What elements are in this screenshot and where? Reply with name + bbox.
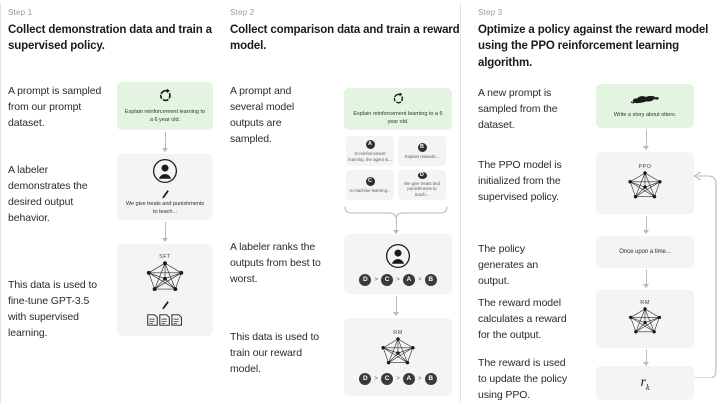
step-2-column: Step 2 Collect comparison data and train… (222, 0, 460, 407)
documents-icon (146, 313, 184, 327)
step-2-prompt-caption: Explain reinforcement learning to a 6 ye… (353, 110, 443, 125)
step-1-row-3-text: This data is used to fine-tune GPT-3.5 w… (8, 279, 98, 339)
step-2-rm-box: RM D > C (344, 318, 452, 396)
loop-icon (158, 88, 173, 103)
rank-badge-4: B (424, 372, 437, 385)
step-2-rm-title: RM (393, 329, 403, 336)
step-3-ppo-box: PPO (596, 152, 694, 214)
step-3-row-5-text: The reward is used to update the policy … (478, 357, 568, 401)
step-1-labeler-box: We give treats and punishments to teach.… (117, 154, 213, 220)
option-text: In reinforcement learning, the agent is.… (348, 150, 392, 162)
pencil-icon (161, 298, 170, 310)
neural-net-icon (142, 260, 188, 295)
step-2-prompt-box: Explain reinforcement learning to a 6 ye… (344, 88, 452, 130)
step-1-label: Step 1 (8, 8, 33, 17)
neural-net-icon (624, 171, 666, 202)
step-2-row-2-text: A labeler ranks the outputs from best to… (230, 241, 321, 285)
step-3-prompt-caption: Write a story about otters. (613, 111, 677, 118)
step-2-output-options: A In reinforcement learning, the agent i… (346, 136, 446, 200)
step-3-rm-title: RM (640, 300, 650, 306)
step-3-row-4-text: The reward model calculates a reward for… (478, 297, 567, 341)
step-3-arrow-1 (641, 130, 651, 150)
rank-badge-4: B (424, 273, 437, 286)
pencil-icon (161, 187, 170, 199)
step-3-row-1-text: A new prompt is sampled from the dataset… (478, 87, 558, 131)
step-1-row-1-text: A prompt is sampled from our prompt data… (8, 85, 102, 129)
ranking-row: D > C > A > B (359, 273, 437, 286)
option-badge: B (417, 142, 427, 152)
rank-badge-3: A (402, 273, 415, 286)
output-option-c: C In machine learning... (346, 170, 394, 200)
reward-symbol: rk (640, 375, 649, 392)
column-divider-1 (0, 4, 1, 403)
step-1-prompt-caption: Explain reinforcement learning to a 6 ye… (124, 108, 206, 123)
rank-badge-2: C (381, 372, 394, 385)
person-icon (152, 158, 178, 184)
step-1-row-2-text: A labeler demonstrates the desired outpu… (8, 164, 88, 224)
step-2-row-1-text: A prompt and several model outputs are s… (230, 85, 295, 145)
step-2-arrow-1 (391, 218, 401, 234)
rank-separator: > (374, 375, 379, 382)
loop-icon (391, 92, 406, 107)
rank-separator: > (417, 375, 422, 382)
option-text: We give treats and punishments to teach.… (404, 180, 440, 198)
output-option-a: A In reinforcement learning, the agent i… (346, 136, 394, 166)
step-3-row-2-text: The PPO model is initialized from the su… (478, 159, 562, 203)
step-1-sft-title: SFT (159, 253, 171, 260)
neural-net-icon (624, 307, 666, 338)
step-2-row-3-text: This data is used to train our reward mo… (230, 331, 320, 375)
step-3-arrow-3 (641, 270, 651, 288)
option-badge: A (365, 139, 375, 149)
column-divider-2 (460, 4, 461, 403)
step-3-prompt-box: Write a story about otters. (596, 84, 694, 128)
step-2-arrow-2 (391, 296, 401, 316)
person-icon (385, 243, 411, 269)
step-1-arrow-2 (160, 222, 170, 242)
otter-icon (630, 93, 660, 106)
rank-separator: > (396, 276, 400, 283)
step-2-ranker-box: D > C > A > B (344, 234, 452, 294)
rank-separator: > (417, 276, 422, 283)
option-badge: D (417, 172, 427, 179)
step-3-arrow-2 (641, 216, 651, 234)
step-3-label: Step 3 (478, 8, 503, 17)
step-1-sft-box: SFT (117, 244, 213, 336)
step-1-column: Step 1 Collect demonstration data and tr… (0, 0, 222, 407)
step-3-arrow-4 (641, 350, 651, 366)
option-badge: C (365, 176, 375, 186)
step-3-title: Optimize a policy against the reward mod… (478, 24, 709, 69)
neural-net-icon (377, 336, 419, 368)
step-3-reward-box: rk (596, 366, 694, 400)
step-3-output-caption: Once upon a time... (619, 248, 671, 255)
rank-badge-1: D (359, 372, 372, 385)
step-3-output-box: Once upon a time... (596, 236, 694, 268)
step-3-ppo-title: PPO (638, 164, 652, 170)
step-1-arrow-1 (160, 132, 170, 152)
output-option-d: D We give treats and punishments to teac… (398, 170, 446, 200)
step-1-labeler-caption: We give treats and punishments to teach.… (125, 200, 205, 215)
option-text: In machine learning... (349, 187, 391, 193)
step-3-row-3-text: The policy generates an output. (478, 243, 539, 287)
step-3-column: Step 3 Optimize a policy against the rew… (460, 0, 720, 407)
option-text: Explain rewards... (404, 153, 440, 159)
step-1-prompt-box: Explain reinforcement learning to a 6 ye… (117, 82, 213, 130)
ranking-row-rm: D > C > A > B (359, 372, 437, 385)
rank-badge-3: A (402, 372, 415, 385)
rank-separator: > (374, 276, 379, 283)
step-2-title: Collect comparison data and train a rewa… (230, 24, 460, 53)
step-2-label: Step 2 (230, 8, 255, 17)
rank-badge-1: D (359, 273, 372, 286)
step-3-rm-box: RM (596, 290, 694, 348)
reward-symbol-base: r (640, 374, 646, 390)
reward-symbol-subscript: k (645, 382, 650, 392)
output-option-b: B Explain rewards... (398, 136, 446, 166)
rank-separator: > (396, 375, 400, 382)
rank-badge-2: C (381, 273, 394, 286)
step-1-title: Collect demonstration data and train a s… (8, 24, 212, 53)
